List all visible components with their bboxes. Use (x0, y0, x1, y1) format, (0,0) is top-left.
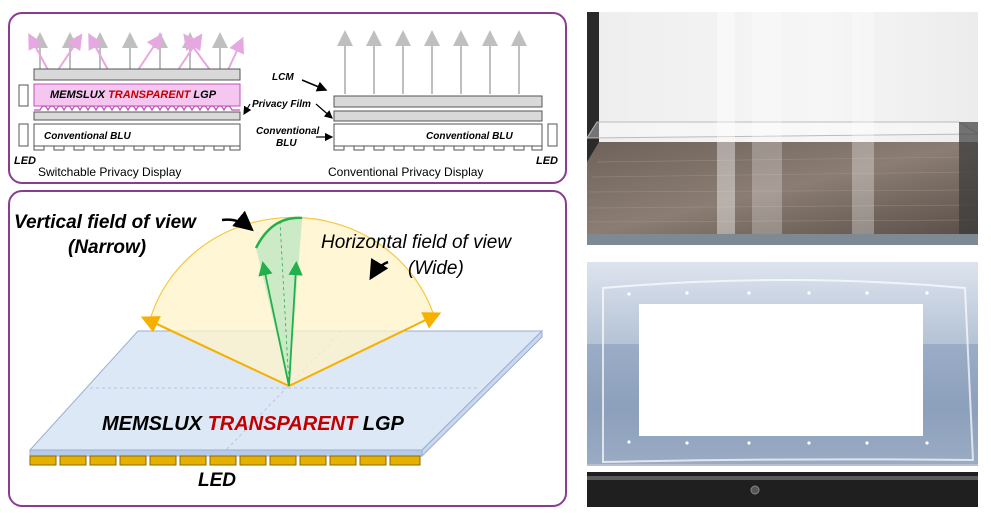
lgp-plate-side (421, 329, 543, 458)
lgp-plate-edge (29, 449, 423, 457)
bottom-led-label: LED (198, 470, 236, 491)
vertical-fov-label-line1: Vertical field of view (14, 212, 197, 233)
left-privacy-film-layer (33, 111, 241, 121)
vertical-fov-arrow-left (258, 260, 290, 387)
left-conventional-blu-label: Conventional BLU (44, 131, 131, 142)
film-edge-highlight (602, 279, 975, 464)
privacy-film-pointer-left (243, 103, 252, 116)
bright-window (639, 304, 923, 436)
glass-plate-top (587, 121, 978, 139)
left-lcm-layer (33, 68, 241, 81)
metal-frame-highlight (587, 476, 978, 480)
left-conventional-blu (33, 123, 241, 147)
horizontal-fov-label-line2: (Wide) (408, 258, 464, 279)
layer-structure-panel: MEMSLUX TRANSPARENT LGP Conventional BLU… (8, 12, 567, 184)
led-glow-line (587, 466, 978, 472)
right-blu-led (547, 123, 558, 147)
glass-reflection-3 (852, 12, 874, 234)
left-blu-led (18, 123, 29, 147)
frame-screw (750, 485, 760, 495)
right-caption: Conventional Privacy Display (328, 165, 483, 179)
right-conventional-blu-label: Conventional BLU (426, 131, 513, 142)
left-caption: Switchable Privacy Display (38, 165, 181, 179)
center-blu-label-line1: Conventional (256, 126, 320, 137)
glass-reflection-2 (752, 12, 782, 234)
vertical-fov-pointer (221, 210, 254, 232)
vertical-fov-arrow-right (288, 260, 303, 387)
vertical-fov-label-line2: (Narrow) (68, 237, 146, 258)
transparent-lgp-layer (33, 83, 241, 107)
lcm-label: LCM (272, 72, 294, 83)
vertical-fov-arc (254, 216, 303, 249)
photo-bottom-render (587, 262, 978, 507)
left-blu-teeth (33, 146, 241, 151)
left-privacy-film-wave (34, 105, 240, 112)
plate-lgp-label: MEMSLUX TRANSPARENT LGP (102, 413, 405, 435)
plate-center-line-v (225, 330, 343, 451)
field-of-view-panel: Vertical field of view (Narrow) Horizont… (8, 190, 567, 507)
dark-right-edge (959, 122, 978, 234)
glass-reflection-1 (717, 12, 735, 234)
privacy-film-pointer-right (315, 103, 333, 119)
horizontal-fov-arrow-left (140, 316, 290, 387)
right-led-label: LED (536, 155, 558, 167)
right-vertical-rays (337, 30, 527, 94)
led-strip (29, 455, 421, 466)
right-blu-teeth (333, 146, 543, 151)
horizontal-fov-label-line1: Horizontal field of view (321, 232, 512, 253)
wood-surface (587, 142, 978, 234)
field-of-view-diagram: Vertical field of view (Narrow) Horizont… (14, 210, 544, 491)
lcm-pointer (301, 79, 328, 92)
privacy-film-label: Privacy Film (252, 99, 311, 110)
photo-prototype-on (587, 262, 978, 507)
right-lcm-layer (333, 95, 543, 108)
marker-dots (627, 291, 929, 445)
photo-top-render (587, 12, 978, 245)
wood-grain (588, 156, 976, 223)
right-conventional-blu (333, 123, 543, 147)
horizontal-fov-arrow-right (288, 312, 442, 387)
left-lgp-led (18, 84, 29, 107)
horizontal-fov-pointer (369, 257, 389, 281)
center-blu-label-line2: BLU (276, 138, 297, 149)
photo-prototype-off (587, 12, 978, 245)
metal-base (587, 234, 978, 245)
left-lgp-label: MEMSLUX TRANSPARENT LGP (50, 89, 217, 101)
left-oblique-rays (28, 32, 244, 71)
left-led-label: LED (14, 155, 36, 167)
right-privacy-film-layer (333, 110, 543, 122)
layer-structure-diagram: MEMSLUX TRANSPARENT LGP Conventional BLU… (14, 30, 558, 179)
